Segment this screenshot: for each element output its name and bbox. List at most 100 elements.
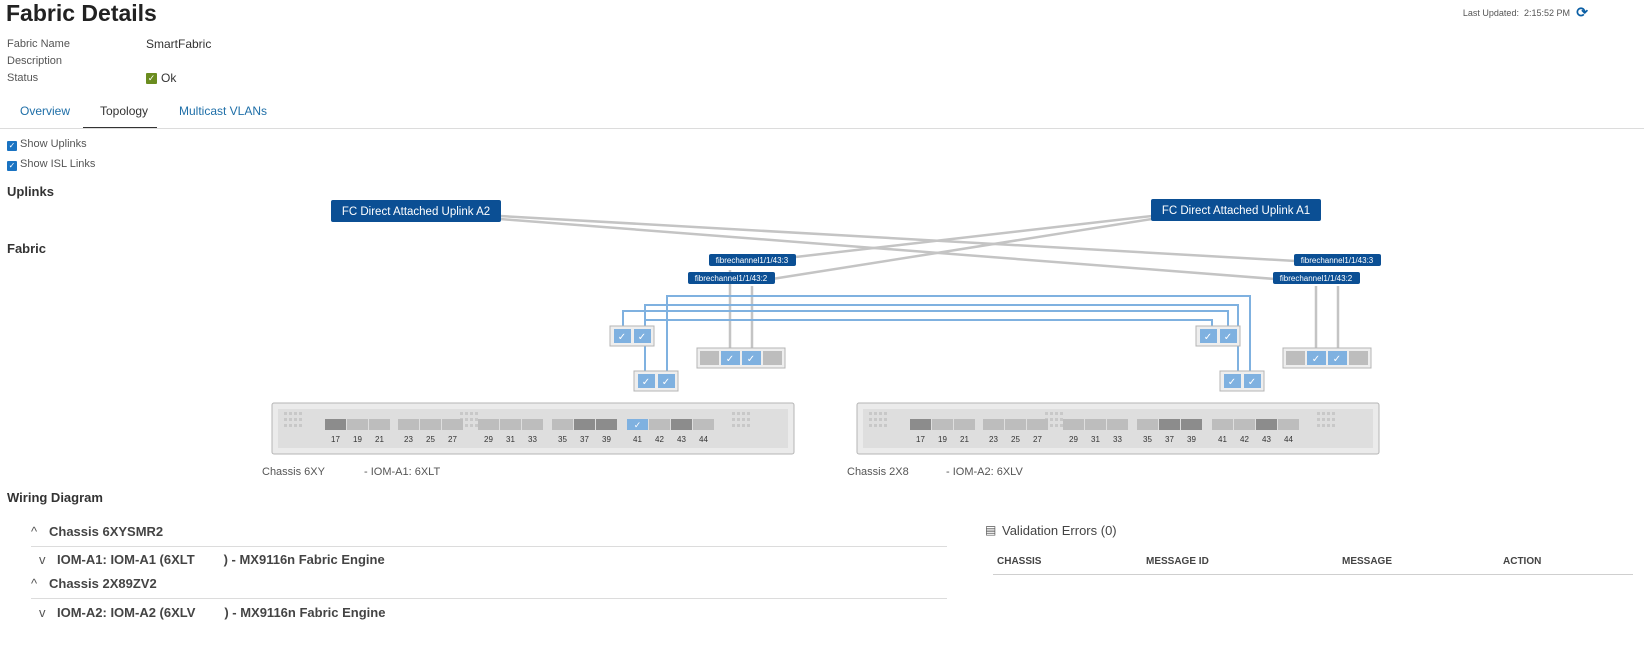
chassis-port-33[interactable] <box>522 419 543 430</box>
chevron-down-icon[interactable]: v <box>39 552 46 567</box>
wiring-divider-1 <box>31 546 947 547</box>
wiring-row-iom-1[interactable]: v IOM-A1: IOM-A1 (6XLT ) - MX9116n Fabric… <box>39 551 955 569</box>
show-uplinks-checkbox[interactable]: ✓ <box>7 141 17 151</box>
uplink-a1-node[interactable]: FC Direct Attached Uplink A1 <box>1151 199 1321 221</box>
chassis-vent-dot <box>874 424 877 427</box>
chassis-port-42[interactable] <box>1234 419 1255 430</box>
fabric-heading: Fabric <box>7 241 47 256</box>
chassis-port-23[interactable] <box>398 419 419 430</box>
column-action[interactable]: ACTION <box>1503 556 1542 567</box>
status-ok-icon: ✓ <box>146 73 157 85</box>
uplink-links <box>499 214 1340 350</box>
left-port-433-tag[interactable]: fibrechannel1/1/43:3 <box>709 254 796 266</box>
chassis-vent-dot <box>1317 412 1320 415</box>
refresh-icon[interactable]: ⟳ <box>1576 4 1588 20</box>
chassis-port-27[interactable] <box>1027 419 1048 430</box>
chassis-port-43[interactable] <box>1256 419 1277 430</box>
wiring-row-iom-1-text: IOM-A1: IOM-A1 (6XLT ) - MX9116n Fabric … <box>57 552 385 567</box>
chassis-port-37[interactable] <box>574 419 595 430</box>
chassis-port-21[interactable] <box>954 419 975 430</box>
chassis-port-label: 21 <box>960 435 969 444</box>
show-isl-links-label: Show ISL Links <box>20 158 96 170</box>
last-updated-time: 2:15:52 PM <box>1523 8 1570 18</box>
svg-text:✓: ✓ <box>1312 354 1320 365</box>
chassis-port-44[interactable] <box>693 419 714 430</box>
chassis-port-35[interactable] <box>1137 419 1158 430</box>
chassis-vent-dot <box>732 412 735 415</box>
chassis-vent-dot <box>1055 412 1058 415</box>
chassis-port-39[interactable] <box>1181 419 1202 430</box>
tab-topology[interactable]: Topology <box>100 104 149 118</box>
tab-divider <box>0 128 1644 129</box>
chassis-vent-dot <box>299 412 302 415</box>
chassis-port-23[interactable] <box>983 419 1004 430</box>
chassis-port-43[interactable] <box>671 419 692 430</box>
chassis-port-25[interactable] <box>1005 419 1026 430</box>
left-port-432-tag[interactable]: fibrechannel1/1/43:2 <box>688 272 775 284</box>
chassis-port-19[interactable] <box>932 419 953 430</box>
chassis-port-label: 23 <box>404 435 413 444</box>
chassis-port-33[interactable] <box>1107 419 1128 430</box>
left-uplink-port-block[interactable]: ✓ ✓ <box>696 347 786 369</box>
show-uplinks-option[interactable]: ✓Show Uplinks <box>7 138 87 151</box>
left-isl-block-top[interactable]: ✓ ✓ <box>609 325 655 347</box>
show-isl-links-checkbox[interactable]: ✓ <box>7 161 17 171</box>
chassis-vent-dot <box>299 418 302 421</box>
chassis-vent-dot <box>1327 418 1330 421</box>
wiring-row-chassis-1-text: Chassis 6XYSMR2 <box>49 524 164 539</box>
chassis-port-29[interactable] <box>478 419 499 430</box>
topology-diagram: FC Direct Attached Uplink A2 FC Direct A… <box>262 199 1381 478</box>
chassis-port-label: 17 <box>916 435 925 444</box>
chassis-port-31[interactable] <box>500 419 521 430</box>
uplink-a2-node[interactable]: FC Direct Attached Uplink A2 <box>331 200 501 222</box>
tab-multicast-vlans[interactable]: Multicast VLANs <box>179 104 268 118</box>
chassis-port-label: 42 <box>655 435 664 444</box>
chassis-port-27[interactable] <box>442 419 463 430</box>
svg-text:✓: ✓ <box>1228 377 1236 388</box>
wiring-row-chassis-1[interactable]: ^ Chassis 6XYSMR2 <box>31 523 947 541</box>
chassis-port-17[interactable] <box>325 419 346 430</box>
chassis-vent-dot <box>869 418 872 421</box>
chevron-down-icon[interactable]: v <box>39 605 46 620</box>
chassis-port-label: 43 <box>1262 435 1271 444</box>
chassis-port-21[interactable] <box>369 419 390 430</box>
chassis-right-name: Chassis 2X8 <box>847 466 909 478</box>
chassis-port-17[interactable] <box>910 419 931 430</box>
right-port-432-tag[interactable]: fibrechannel1/1/43:2 <box>1273 272 1360 284</box>
chassis-port-31[interactable] <box>1085 419 1106 430</box>
chassis-port-44[interactable] <box>1278 419 1299 430</box>
column-message-id[interactable]: MESSAGE ID <box>1146 556 1209 567</box>
chassis-port-35[interactable] <box>552 419 573 430</box>
right-uplink-port-block[interactable]: ✓ ✓ <box>1282 347 1372 369</box>
svg-text:✓: ✓ <box>618 332 626 343</box>
chassis-vent-dot <box>742 424 745 427</box>
chassis-vent-dot <box>1327 424 1330 427</box>
chassis-port-19[interactable] <box>347 419 368 430</box>
chassis-port-41[interactable] <box>627 419 648 430</box>
chassis-port-39[interactable] <box>596 419 617 430</box>
wiring-row-chassis-2[interactable]: ^Chassis 2X89ZV2 <box>31 575 947 593</box>
right-isl-block-top[interactable]: ✓ ✓ <box>1195 325 1241 347</box>
tab-overview[interactable]: Overview <box>20 104 71 118</box>
chassis-port-37[interactable] <box>1159 419 1180 430</box>
right-port-433-tag[interactable]: fibrechannel1/1/43:3 <box>1294 254 1381 266</box>
show-isl-links-option[interactable]: ✓Show ISL Links <box>7 158 95 171</box>
chassis-port-29[interactable] <box>1063 419 1084 430</box>
column-message[interactable]: MESSAGE <box>1342 556 1393 567</box>
chassis-vent-dot <box>1332 424 1335 427</box>
link-a2-right-432 <box>499 217 1276 281</box>
chassis-vent-dot <box>475 418 478 421</box>
right-isl-block-bottom[interactable]: ✓ ✓ <box>1219 370 1265 392</box>
chassis-port-42[interactable] <box>649 419 670 430</box>
chassis-port-label: 31 <box>1091 435 1100 444</box>
chassis-port-label: 33 <box>528 435 537 444</box>
chassis-vent-dot <box>289 412 292 415</box>
column-chassis[interactable]: CHASSIS <box>997 556 1042 567</box>
chassis-port-label: 37 <box>1165 435 1174 444</box>
chassis-port-25[interactable] <box>420 419 441 430</box>
chevron-up-icon[interactable]: ^ <box>31 524 38 539</box>
left-isl-block-bottom[interactable]: ✓ ✓ <box>633 370 679 392</box>
chevron-up-icon[interactable]: ^ <box>31 576 38 591</box>
chassis-port-41[interactable] <box>1212 419 1233 430</box>
